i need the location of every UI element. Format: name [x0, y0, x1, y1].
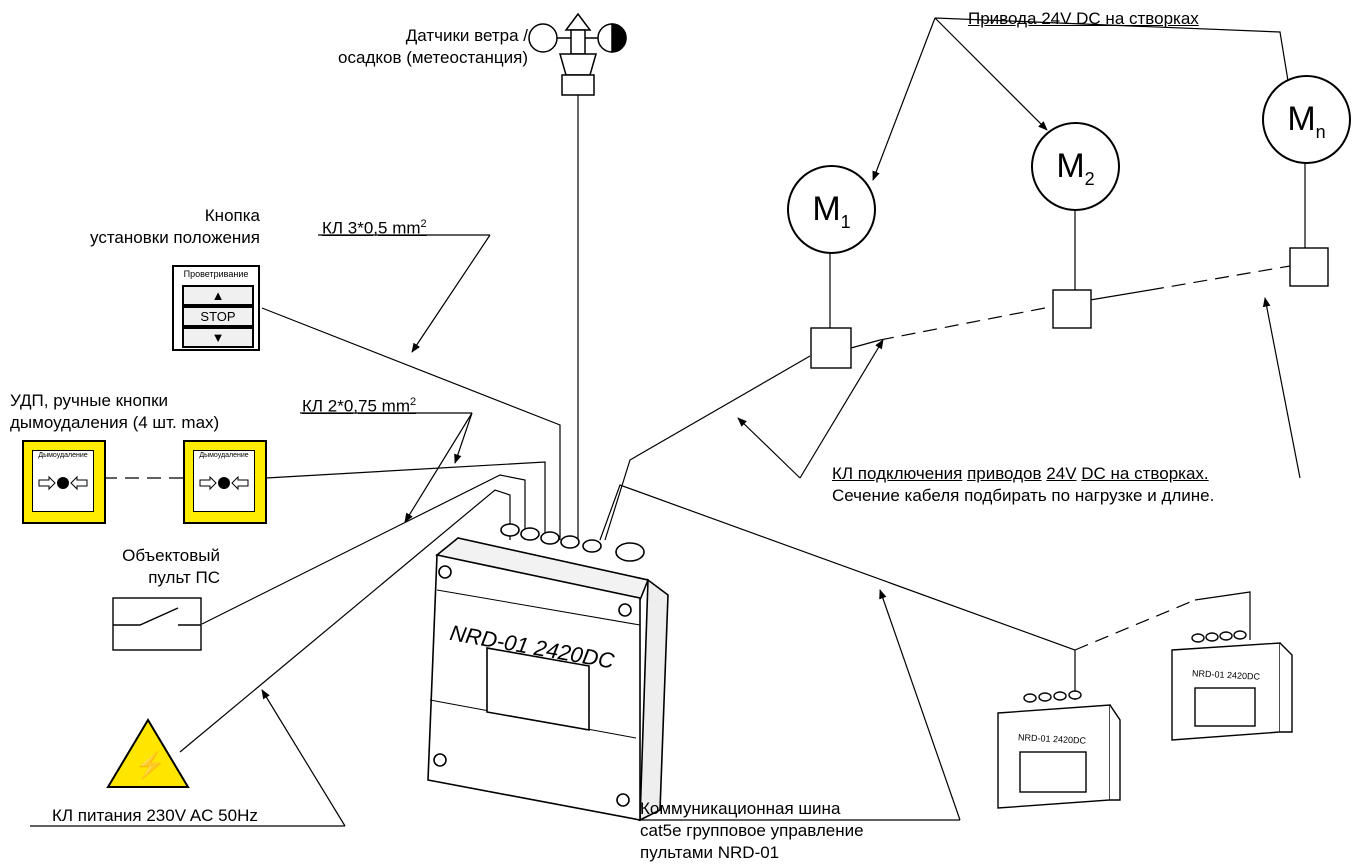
lightning-icon: ⚡ — [134, 750, 167, 780]
motor-cable — [604, 355, 811, 541]
leader-cable3 — [411, 234, 491, 353]
motor-dash-1 — [879, 306, 1051, 341]
leader-cable2-b — [404, 412, 473, 523]
weather-label: Датчики ветра / осадков (метеостанция) — [338, 26, 528, 67]
vent-button-title: Проветривание — [183, 269, 249, 279]
cable-2-label: КЛ 2*0,75 mm2 — [302, 396, 417, 416]
motor-cable-label: КЛ подключения приводов 24V DC на створк… — [832, 464, 1215, 505]
fire-panel-switch — [112, 597, 202, 651]
small-controller-2 — [1171, 630, 1293, 741]
leader-motorcable-a — [737, 417, 801, 479]
weather-station — [528, 12, 627, 96]
motor-2: M2 — [1031, 122, 1120, 211]
udp-button-1: Дымоудаление — [22, 440, 106, 524]
power-cable — [179, 489, 511, 753]
udp-press-icon — [38, 475, 88, 491]
vent-button-panel: Проветривание ▲ STOP ▼ — [172, 265, 260, 351]
down-button: ▼ — [182, 327, 254, 348]
leader-motorcable-b — [799, 339, 884, 479]
fire-panel-label: Объектовый пульт ПС — [122, 546, 220, 587]
motor-junction-1 — [810, 327, 852, 369]
button-cable — [261, 307, 561, 540]
power-label: КЛ питания 230V AC 50Hz — [52, 806, 258, 825]
udp-press-icon — [199, 475, 249, 491]
motor-dash-2 — [1149, 265, 1291, 291]
bus-dash — [1074, 599, 1196, 651]
small-controller-1 — [997, 690, 1121, 809]
actuators-label: Привода 24V DC на створках — [968, 9, 1199, 28]
motor-junction-n — [1289, 247, 1329, 287]
leader-cable2-a — [454, 412, 473, 464]
leader-actuator-n — [934, 17, 1293, 94]
bus-label: Коммуникационная шина cat5e групповое уп… — [640, 799, 864, 862]
stop-button: STOP — [182, 306, 254, 327]
main-controller — [427, 523, 669, 822]
up-button: ▲ — [182, 285, 254, 306]
bus-cable — [599, 484, 1076, 700]
small-controller-1-model: NRD-01 2420DC — [1017, 732, 1087, 746]
fire-panel-cable — [201, 474, 526, 625]
motor-n: Mn — [1262, 75, 1351, 164]
cable-3-label: КЛ 3*0,5 mm2 — [322, 218, 427, 238]
udp-cable — [265, 461, 546, 540]
leader-actuator-1 — [872, 17, 936, 181]
button-label: Кнопка установки положения — [90, 206, 260, 247]
udp-label: УДП, ручные кнопки дымоудаления (4 шт. m… — [10, 391, 220, 432]
leader-power — [261, 689, 346, 827]
leader-actuator-2 — [934, 17, 1048, 131]
leader-motorcable-c — [1262, 297, 1301, 479]
leader-bus — [879, 589, 961, 821]
small-controller-2-model: NRD-01 2420DC — [1191, 668, 1261, 682]
motor-1: M1 — [787, 165, 876, 254]
udp-button-2: Дымоудаление — [183, 440, 267, 524]
motor-junction-2 — [1052, 289, 1092, 329]
warning-triangle — [106, 718, 190, 788]
